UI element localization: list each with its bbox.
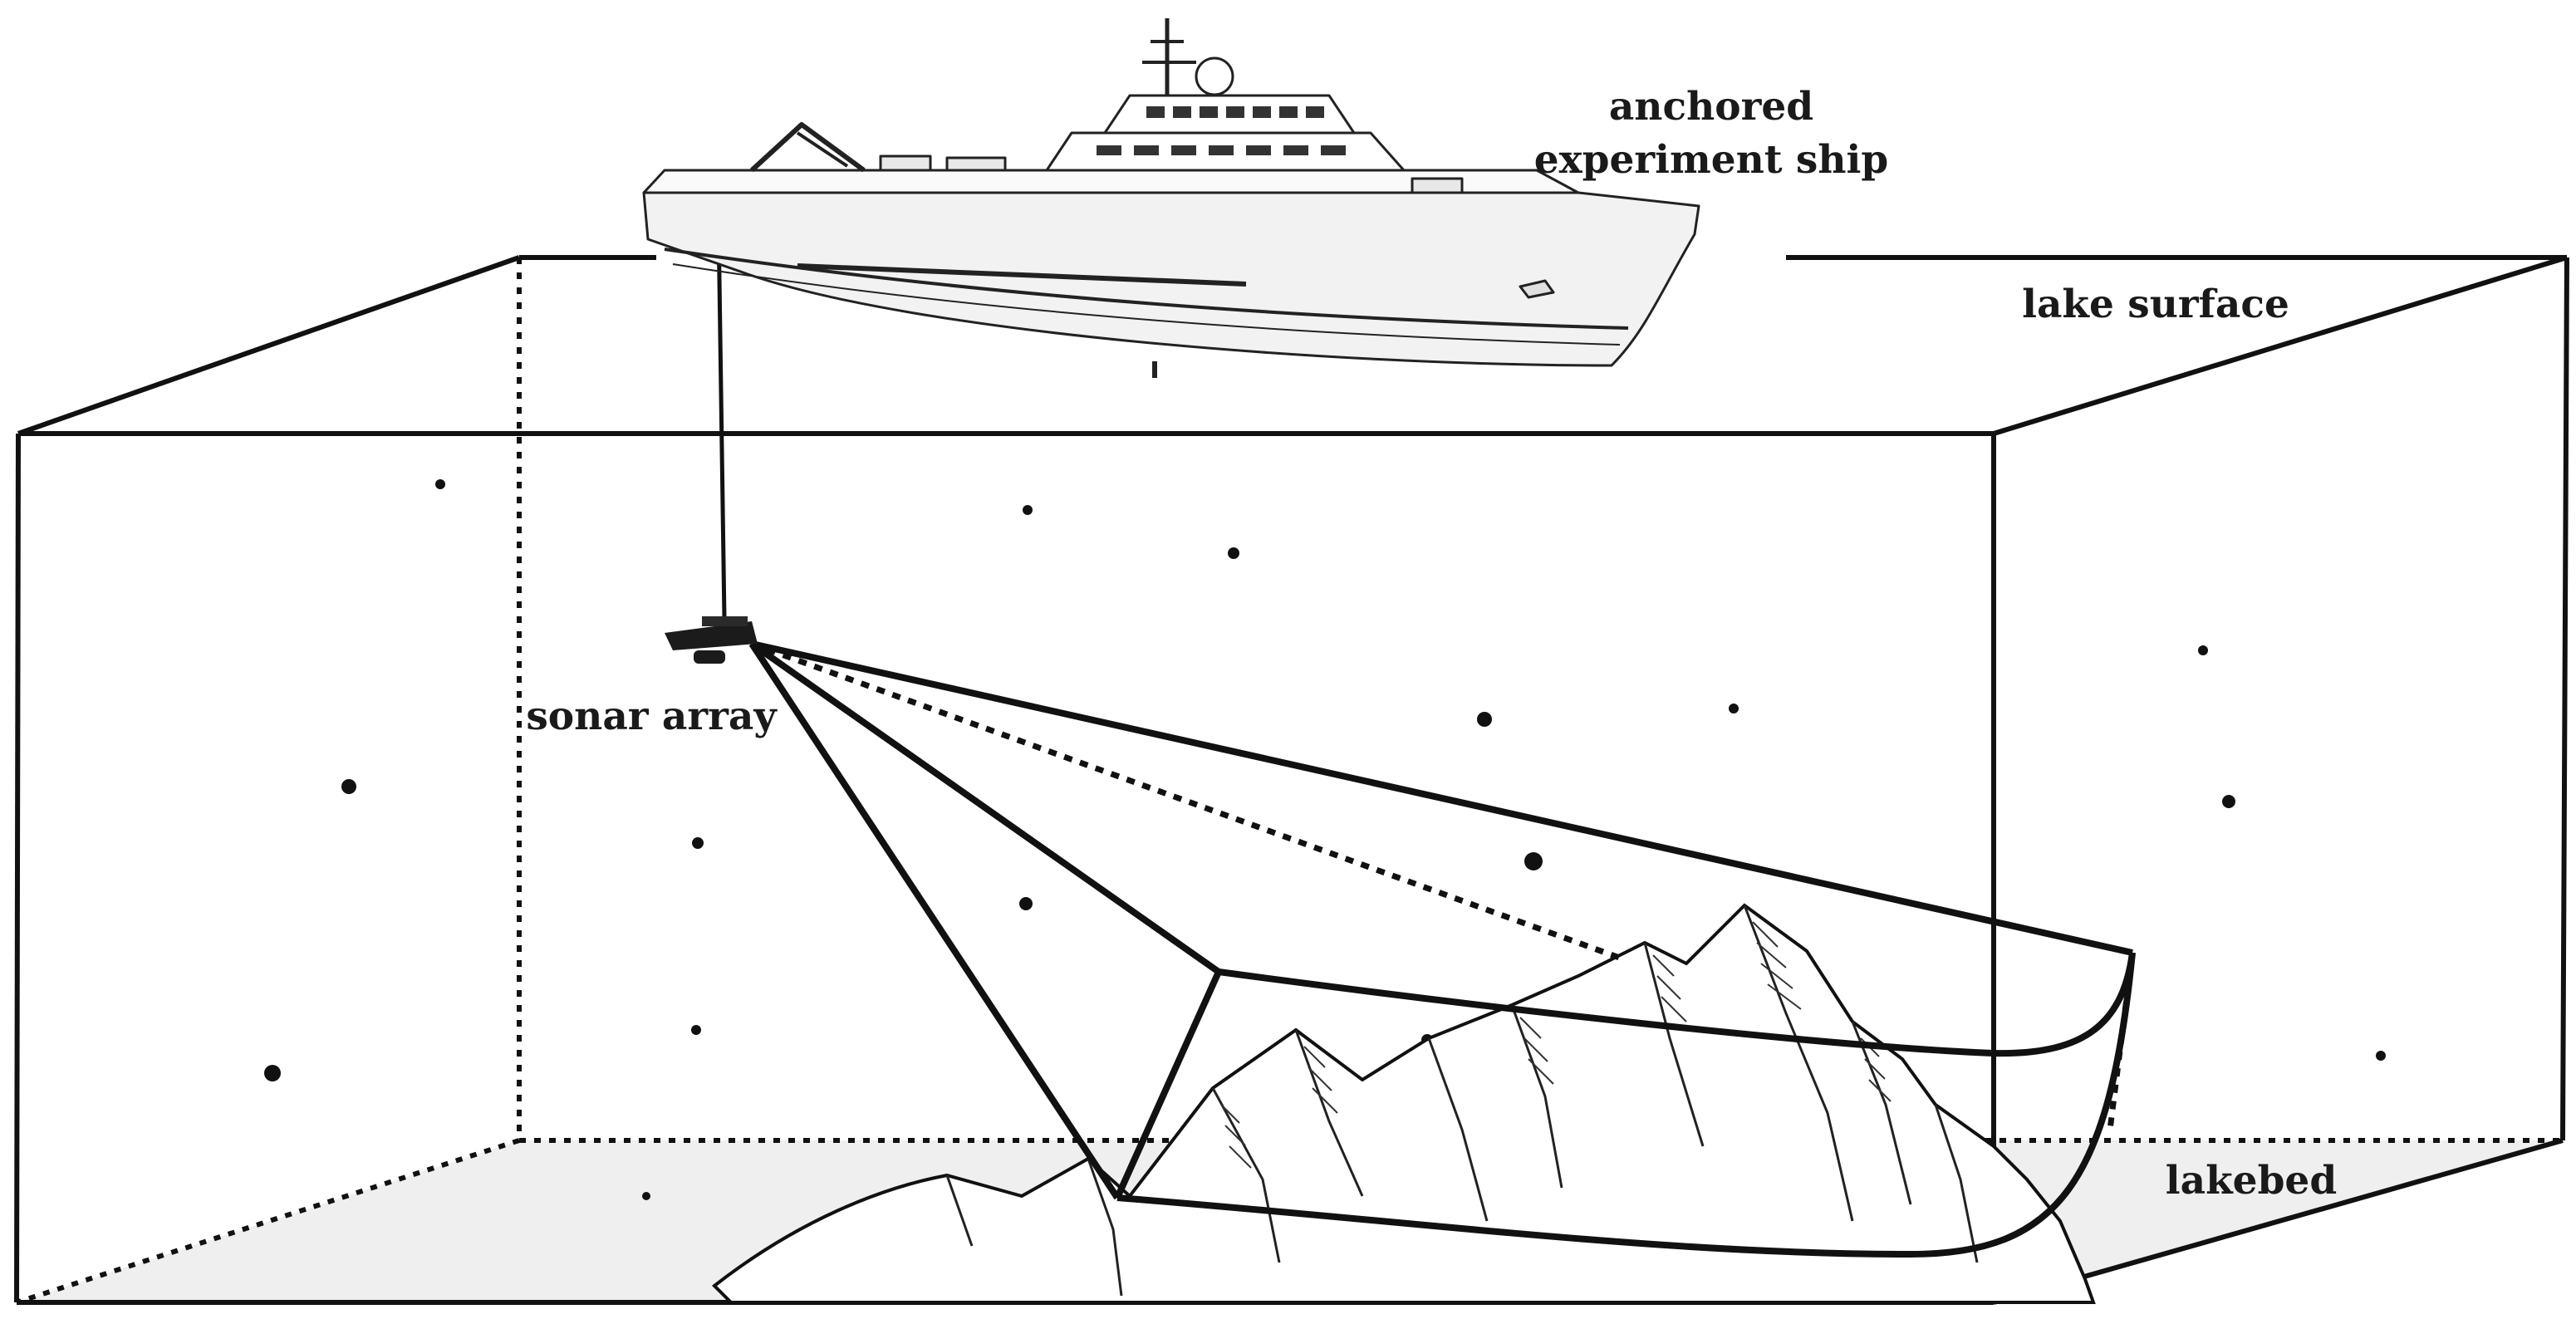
- sonar-swath-hidden: [750, 640, 2136, 1130]
- lake-surface-label: lake surface: [2022, 282, 2289, 327]
- swath-far-curve: [1116, 952, 2136, 1258]
- swath-connector: [1114, 970, 1222, 1199]
- sonar-swath: [748, 640, 2136, 1258]
- particles: [264, 479, 2386, 1200]
- tether-cable: [716, 222, 727, 620]
- radar-dome: [1195, 56, 1234, 96]
- swath-near-curve: [1218, 952, 2136, 1057]
- ship-crane: [749, 122, 866, 173]
- sonar-array-icon: [665, 616, 758, 664]
- beam-to-far-right: [751, 640, 2133, 956]
- bottom-right-edge: [1993, 1138, 2564, 1305]
- sonar-array-label: sonar array: [526, 694, 778, 739]
- front-left-edge: [14, 433, 21, 1303]
- surface-left-edge: [17, 255, 520, 436]
- back-right-edge: [2560, 257, 2569, 1141]
- ship-label-line1: anchored: [1609, 84, 1813, 130]
- beam-to-near-left: [748, 641, 1121, 1200]
- ship-label-line2: experiment ship: [1534, 137, 1889, 183]
- beam-to-mid-left: [749, 640, 1221, 975]
- mountain-terrain-icon: [711, 903, 2096, 1304]
- surface-right-edge: [1993, 255, 2568, 436]
- ship-icon: [642, 18, 1700, 378]
- lakebed-label: lakebed: [2166, 1158, 2337, 1204]
